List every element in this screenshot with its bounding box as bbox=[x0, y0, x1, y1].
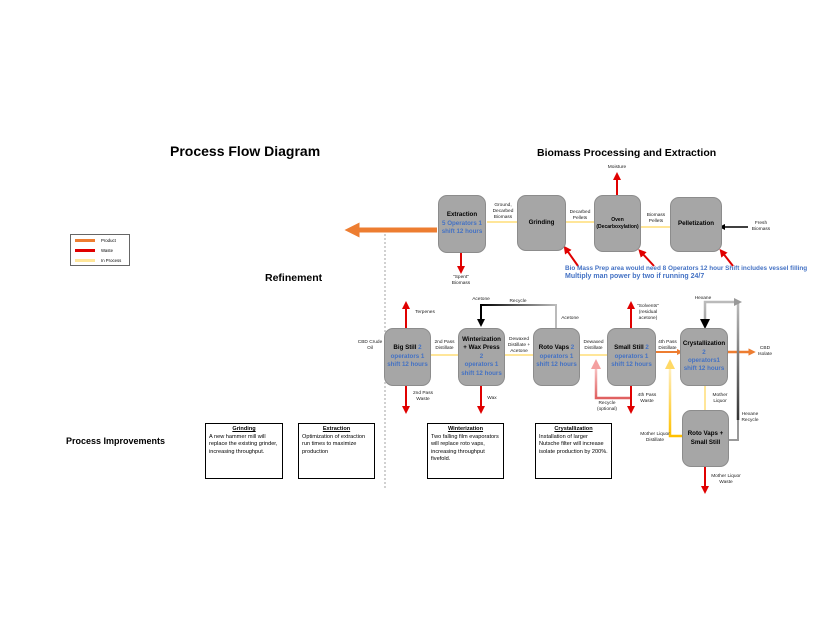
improvement-heading: Grinding bbox=[232, 426, 256, 432]
acetone-recycle-arrow bbox=[477, 304, 557, 328]
box-label: Crystallization bbox=[682, 340, 726, 348]
legend-item-in-process: In Process bbox=[71, 255, 129, 265]
note-multiply-manpower: Multiply man power by two if running 24/… bbox=[565, 273, 705, 280]
operators-label: operators 1 shift 12 hours bbox=[387, 352, 428, 369]
label-acetone-out: Acetone bbox=[561, 316, 579, 321]
label-solvents: "Solvents" (residual acetone) bbox=[637, 304, 659, 322]
operators-label: operators 1 shift 12 hours bbox=[536, 352, 577, 369]
note-biomass-operators: Bio Mass Prep area would need 8 Operator… bbox=[565, 265, 808, 272]
label-cbd-isolate: CBD Isolate bbox=[757, 346, 773, 358]
box-label: Winterization + Wax Press bbox=[462, 336, 501, 352]
improvement-crystallization: Crystallization Installation of larger N… bbox=[535, 423, 612, 479]
box-label: Roto Vaps + Small Still bbox=[687, 430, 724, 446]
page-title: Process Flow Diagram bbox=[170, 143, 321, 159]
label-hexane: Hexane bbox=[694, 296, 712, 301]
improvement-heading: Extraction bbox=[322, 426, 351, 432]
operators-label: operators 1 shift 12 hours bbox=[461, 361, 502, 377]
label-acetone-in: Acetone bbox=[472, 297, 490, 302]
legend-item-product: Product bbox=[71, 235, 129, 245]
box-label: Pelletization bbox=[677, 220, 715, 228]
box-roto-vaps[interactable]: Roto Vaps 2 operators 1 shift 12 hours bbox=[533, 328, 580, 386]
label-mother-liquor: Mother Liquor bbox=[712, 393, 728, 405]
operator-count: 2 bbox=[645, 344, 649, 352]
section-refinement-title: Refinement bbox=[265, 272, 323, 284]
box-label: Grinding bbox=[528, 218, 555, 226]
label-fresh-biomass: Fresh Biomass bbox=[751, 221, 771, 233]
box-extraction[interactable]: Extraction 5 Operators 1 shift 12 hours bbox=[438, 195, 486, 253]
operator-count: 2 bbox=[479, 352, 484, 360]
box-big-still[interactable]: Big Still 2 operators 1 shift 12 hours bbox=[384, 328, 431, 386]
legend: Product Waste In Process bbox=[70, 234, 130, 266]
box-label: Small Still bbox=[614, 344, 644, 352]
improvement-extraction: Extraction Optimization of extraction ru… bbox=[298, 423, 375, 479]
note-pointer-pellet bbox=[719, 248, 734, 267]
improvement-text: A new hammer mill will replace the exist… bbox=[209, 433, 278, 455]
label-mother-liquor-distillate: Mother Liquor Distillate bbox=[640, 432, 670, 444]
mother-liquor-distillate-arrow bbox=[665, 359, 683, 438]
label-4th-pass-waste: 4th Pass Waste bbox=[637, 393, 657, 405]
box-pelletization[interactable]: Pelletization bbox=[670, 197, 722, 252]
label-ground-decarbed: Ground, Decarbed Biomass bbox=[492, 203, 514, 221]
note-pointer-grinding bbox=[563, 245, 579, 267]
improvement-grinding: Grinding A new hammer mill will replace … bbox=[205, 423, 283, 479]
box-crystallization[interactable]: Crystallization 2 operators1 shift 12 ho… bbox=[680, 328, 728, 386]
box-label: Big Still bbox=[393, 344, 417, 352]
improvement-heading: Crystallization bbox=[554, 426, 593, 432]
label-decarbed-pellets: Decarbed Pellets bbox=[569, 210, 591, 222]
improvement-heading: Winterization bbox=[447, 426, 484, 432]
label-dewaxed-acetone: Dewaxed Distillate + Acetone bbox=[507, 337, 531, 355]
label-biomass-pellets: Biomass Pellets bbox=[646, 213, 666, 225]
operator-count: 2 bbox=[418, 344, 422, 352]
box-oven[interactable]: Oven (Decarboxylation) bbox=[594, 195, 641, 252]
label-wax: Wax bbox=[487, 396, 497, 401]
label-moisture: Moisture bbox=[607, 165, 627, 170]
section-biomass-title: Biomass Processing and Extraction bbox=[537, 147, 717, 159]
label-spent-biomass: "Spent" Biomass bbox=[451, 275, 471, 287]
operator-count: 2 bbox=[702, 348, 706, 356]
label-4th-pass-distillate: 4th Pass Distillate bbox=[658, 340, 677, 352]
box-roto-small-still[interactable]: Roto Vaps + Small Still bbox=[682, 410, 729, 467]
legend-item-waste: Waste bbox=[71, 245, 129, 255]
improvement-text: Installation of larger Nutsche filter wi… bbox=[539, 433, 608, 455]
box-label: Extraction bbox=[446, 211, 478, 219]
label-hexane-recycle: Hexane Recycle bbox=[741, 412, 759, 424]
improvement-text: Optimization of extraction run times to … bbox=[302, 433, 366, 455]
label-dewaxed-distillate: Dewaxed Distillate bbox=[583, 340, 604, 352]
label-recycle-optional: Recycle (optional) bbox=[597, 401, 617, 413]
label-2nd-pass-waste: 2nd Pass Waste bbox=[412, 391, 433, 403]
label-mother-liquor-waste: Mother Liquor Waste bbox=[711, 474, 741, 486]
box-small-still[interactable]: Small Still 2 operators 1 shift 12 hours bbox=[607, 328, 656, 386]
label-2nd-pass-distillate: 2nd Pass Distillate bbox=[434, 340, 455, 352]
box-winterization[interactable]: Winterization + Wax Press 2 operators 1 … bbox=[458, 328, 505, 386]
operators-label: operators 1 shift 12 hours bbox=[611, 352, 652, 369]
operator-count: 2 bbox=[570, 344, 575, 352]
improvement-winterization: Winterization Two falling film evaporato… bbox=[427, 423, 504, 479]
section-improvements-title: Process Improvements bbox=[66, 436, 166, 446]
label-recycle: Recycle bbox=[509, 299, 527, 304]
improvement-text: Two falling film evaporators will replac… bbox=[431, 433, 499, 463]
label-cbd-crude: CBD Crude Oil bbox=[357, 340, 383, 352]
operators-label: 5 Operators 1 shift 12 hours bbox=[441, 219, 483, 236]
box-label: Oven (Decarboxylation) bbox=[596, 216, 639, 230]
box-grinding[interactable]: Grinding bbox=[517, 195, 566, 251]
label-terpenes: Terpenes bbox=[415, 310, 435, 315]
box-label: Roto Vaps bbox=[538, 344, 570, 352]
operators-label: operators1 shift 12 hours bbox=[683, 357, 725, 373]
hexane-recycle-line bbox=[728, 420, 739, 441]
note-pointer-oven bbox=[638, 249, 655, 267]
